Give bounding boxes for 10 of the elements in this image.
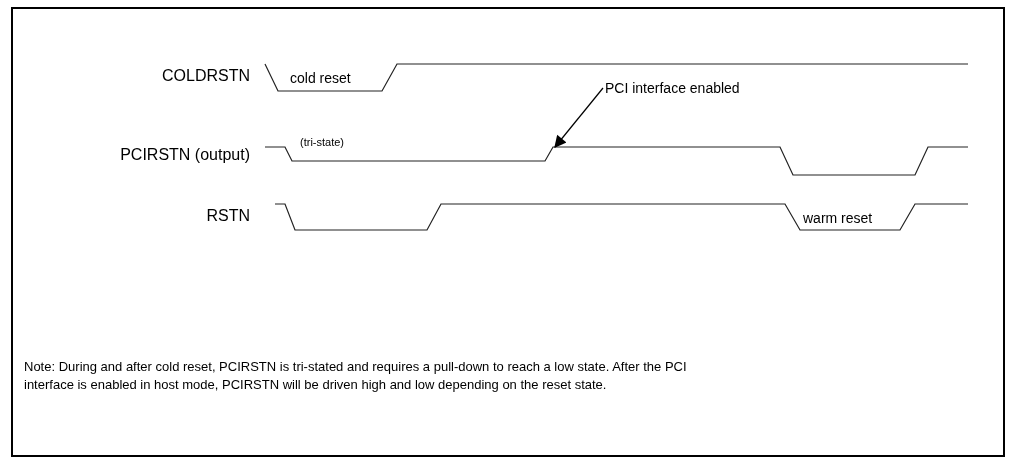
note-text: Note: During and after cold reset, PCIRSTN is tri-stated and requires a pull-down to reach a low state. After the PCI interface is enabled in host mode, PCIRSTN will be driven high and low depending on the reset state. xyxy=(24,358,688,394)
signal-name: RSTN xyxy=(206,207,250,225)
phase-label: warm reset xyxy=(803,210,873,226)
callout-text: PCI interface enabled xyxy=(605,80,740,96)
leader-arrow xyxy=(554,87,604,148)
phase-label: (tri-state) xyxy=(300,136,344,148)
signal-name: COLDRSTN xyxy=(162,67,250,85)
signal-name: PCIRSTN (output) xyxy=(120,146,250,164)
phase-label: cold reset xyxy=(290,70,351,86)
signal-waveform xyxy=(264,146,969,176)
